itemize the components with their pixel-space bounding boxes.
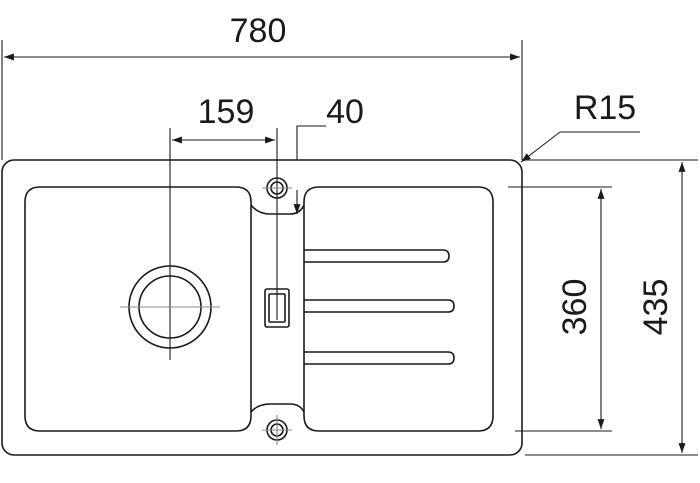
bottom-hole [262, 415, 292, 445]
bridge-top-notch [250, 204, 305, 215]
sink-outer-outline [1, 159, 523, 456]
leader-line-tap [296, 125, 326, 160]
drain-outlet [120, 265, 220, 349]
drainer-rib-3 [304, 351, 455, 365]
dimension-overall-depth: 435 [525, 159, 698, 456]
label-overall-width: 780 [230, 12, 287, 50]
label-bowl-depth: 360 [556, 279, 594, 336]
drainer-rib-2 [304, 299, 455, 313]
overflow-inner [268, 293, 286, 323]
leader-line-radius-arrow [520, 131, 561, 163]
dimension-tap-offset: 40 [293, 93, 364, 214]
overflow [264, 288, 290, 328]
label-corner-radius: R15 [574, 89, 636, 127]
overflow-outer [264, 288, 290, 328]
drainer-outline [303, 186, 494, 432]
bridge-bottom-notch [250, 403, 305, 413]
label-bowl-offset: 159 [198, 93, 255, 131]
dimension-bowl-depth: 360 [508, 186, 612, 432]
dimension-bowl-offset: 159 [169, 93, 278, 360]
dimension-corner-radius: R15 [520, 89, 640, 163]
dimension-overall-width: 780 [1, 12, 523, 160]
tap-hole [262, 177, 292, 199]
sink-body [1, 159, 523, 456]
drainer-rib-1 [304, 249, 450, 263]
label-tap-offset: 40 [326, 93, 364, 131]
main-bowl-outline [24, 186, 252, 432]
label-overall-depth: 435 [637, 279, 675, 336]
